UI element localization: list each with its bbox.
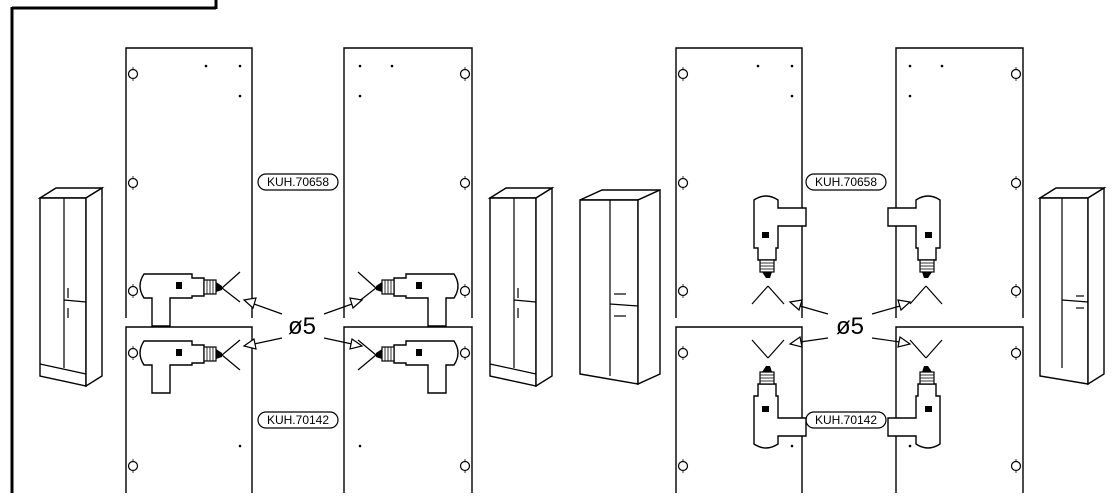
pointer-arrows [788,299,912,348]
right-assembly-group: KUH.70658 KUH.70142 ø5 [579,47,1107,493]
cabinet-illustration [489,187,553,387]
lower-panel-right [343,326,473,493]
cabinet-illustration [579,188,661,386]
left-assembly-group: KUH.70658 KUH.70142 ø5 [39,47,553,493]
drill-icon [375,273,459,327]
drill-icon [139,273,223,327]
lower-panel-right [895,326,1024,493]
svg-text:KUH.70658: KUH.70658 [815,175,877,189]
upper-panel-left [125,47,253,318]
drill-icon [139,340,223,394]
cabinet-illustration [39,187,103,387]
drill-diameter-label: ø5 [288,313,316,340]
drill-icon [753,365,807,449]
part-label-lower: KUH.70142 [805,411,887,429]
upper-panel-right [343,47,473,318]
upper-panel-left [675,47,803,318]
page-frame [10,0,218,493]
pointer-arrows [242,297,364,350]
svg-text:KUH.70658: KUH.70658 [267,175,329,189]
part-label-upper: KUH.70658 [257,173,339,191]
drill-bit-fan [751,285,943,359]
upper-panel-right [895,47,1024,318]
part-label-upper: KUH.70658 [805,173,887,191]
lower-panel-left [125,326,253,493]
drill-icon [753,195,807,279]
svg-text:KUH.70142: KUH.70142 [267,413,329,427]
part-label-lower: KUH.70142 [257,411,339,429]
svg-text:KUH.70142: KUH.70142 [815,413,877,427]
drill-diameter-label: ø5 [836,313,864,340]
cabinet-illustration [1037,186,1107,386]
lower-panel-left [675,326,803,493]
drill-icon [375,340,459,394]
